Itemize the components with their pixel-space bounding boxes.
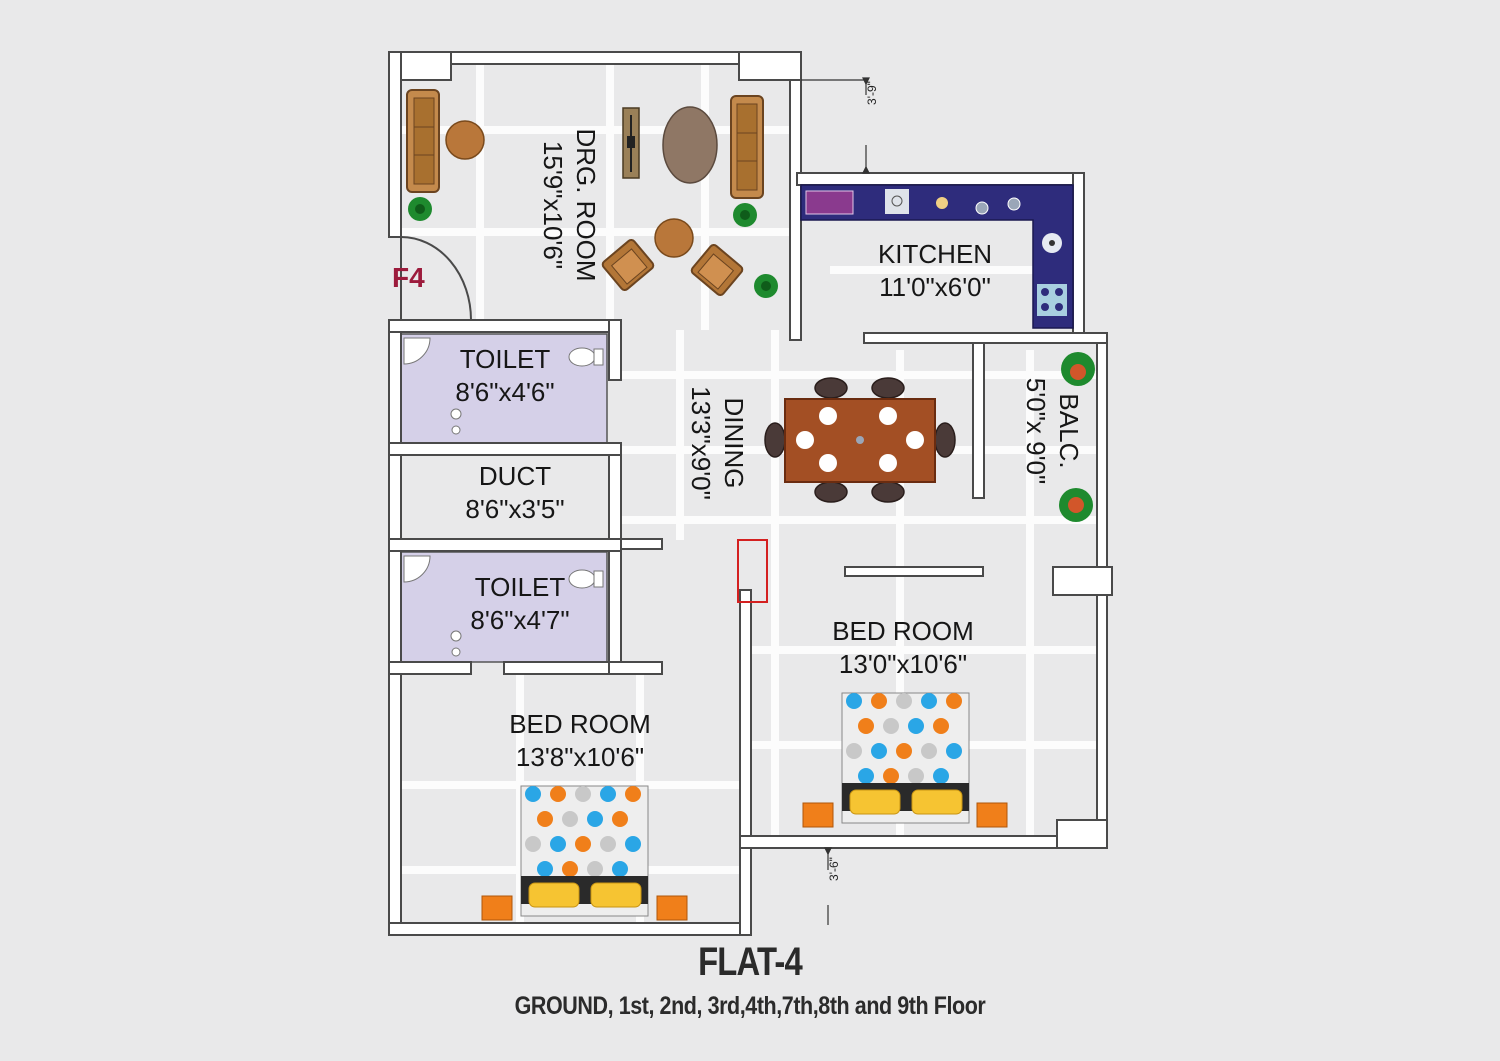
entry-door [400,236,472,321]
sink-icon [1042,233,1062,253]
sofa-icon [730,95,764,199]
dining-label: DINING 13'3"x9'0" [686,386,749,500]
chair-icon [690,243,744,297]
fridge-outline [737,539,768,603]
kitchen-label: KITCHEN 11'0"x6'0" [877,239,993,302]
dining-table-icon [764,377,956,503]
bed-icon [802,692,1008,828]
chair-icon [601,238,655,292]
shower-icon [403,337,431,365]
bedroom-2-label: BED ROOM 13'8"x10'6" [509,709,651,772]
round-table-icon [445,120,485,160]
flat-code-label: F4 [392,262,425,293]
balcony-label: BALC. 5'0"x 9'0" [1021,377,1084,485]
bedroom-1-label: BED ROOM 13'0"x10'6" [832,616,974,679]
shower-icon [403,555,431,583]
toilet-icon [568,347,604,367]
plant-icon [1061,352,1095,386]
wash-basin-icon [450,630,462,657]
toilet-1-label: TOILET 8'6"x4'6" [455,344,555,407]
plant-icon [408,197,432,221]
toilet-2-label: TOILET 8'6"x4'7" [470,572,570,635]
plant-icon [733,203,757,227]
walls [388,51,1113,936]
plant-icon [754,274,778,298]
oval-table-icon [662,106,718,184]
plan-subtitle: GROUND, 1st, 2nd, 3rd,4th,7th,8th and 9t… [514,992,986,1020]
sofa-icon [406,89,440,193]
wash-basin-icon [450,408,462,435]
stove-icon [885,189,909,214]
duct-label: DUCT 8'6"x3'5" [465,461,565,524]
round-table-icon [654,218,694,258]
bed-icon [481,785,688,921]
kitchen-counter [800,184,1074,329]
dimension-bottom-label: 3'-6" [826,857,841,881]
dimension-top-label: 3'-9" [864,81,879,105]
stove-icon [1037,284,1067,316]
tv-unit-icon [622,107,640,179]
drawing-room-label: DRG. ROOM 15'9"x10'6" [538,128,601,282]
toilet-icon [568,569,604,589]
toilet-floor-2 [399,551,608,663]
plan-title: FLAT-4 [698,940,803,984]
dimension-lines [801,77,870,925]
plant-icon [1059,488,1093,522]
